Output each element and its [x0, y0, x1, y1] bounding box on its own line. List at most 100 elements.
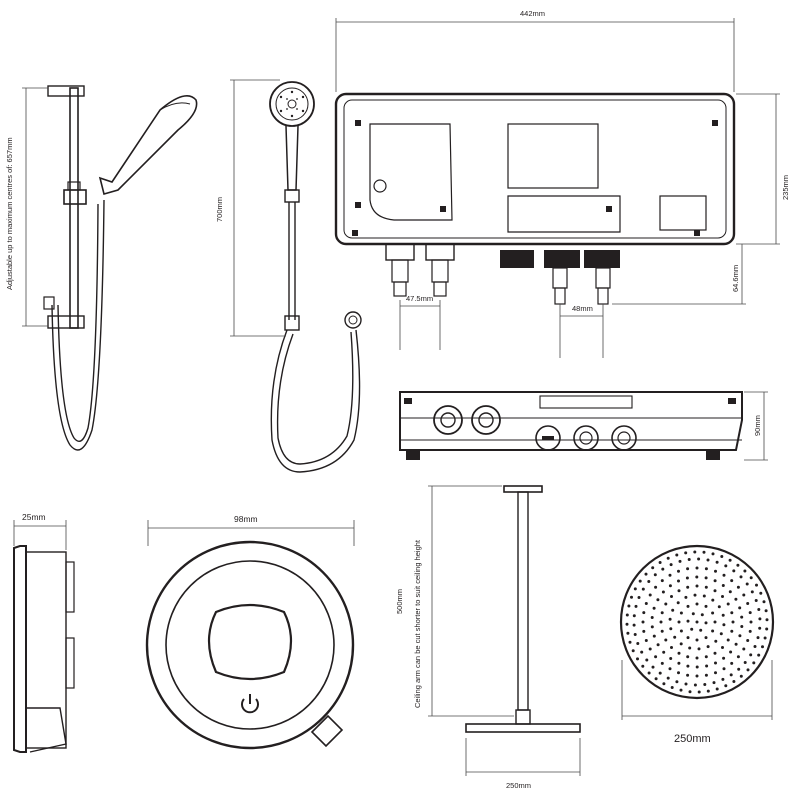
nozzle — [679, 611, 683, 615]
nozzle — [734, 597, 738, 601]
nozzle — [640, 650, 644, 654]
underside-ports — [433, 405, 637, 451]
nozzle — [726, 602, 730, 606]
nozzle — [762, 600, 766, 604]
controller-faceplate-edge — [13, 545, 27, 753]
nozzle — [695, 620, 699, 624]
nozzle — [695, 602, 699, 606]
nozzle — [675, 680, 679, 684]
nozzle — [752, 661, 756, 665]
nozzle — [625, 622, 629, 626]
rain-shower-head-drawing: 250mm — [619, 544, 775, 745]
nozzle — [632, 623, 636, 627]
nozzle — [711, 598, 715, 602]
nozzle — [669, 627, 673, 631]
nozzle — [660, 611, 664, 615]
nozzle — [684, 682, 688, 686]
handset-nozzles — [279, 90, 305, 118]
nozzle — [699, 628, 703, 632]
nozzle — [714, 671, 717, 675]
handset-height-label: 700mm — [215, 197, 224, 222]
nozzle — [656, 598, 660, 602]
shower-head-outline — [619, 544, 775, 700]
nozzle — [677, 620, 681, 624]
nozzle — [704, 655, 708, 659]
nozzle — [749, 576, 753, 580]
nozzle — [734, 642, 738, 646]
shower-head-plate — [465, 723, 581, 733]
ceiling-arm-note: Ceiling arm can be cut shorter to suit c… — [413, 539, 422, 708]
nozzle — [737, 667, 741, 671]
nozzle — [627, 604, 631, 608]
nozzle — [633, 587, 637, 591]
nozzle — [746, 668, 750, 672]
nozzle — [713, 589, 717, 593]
nozzle — [722, 656, 726, 660]
nozzle — [632, 614, 636, 618]
nozzle — [722, 667, 726, 671]
outlet-spacing-label: 48mm — [572, 304, 593, 313]
nozzle — [673, 635, 677, 639]
nozzle — [738, 606, 742, 610]
ceiling-arm-drawing: 500mm Ceiling arm can be cut shorter to … — [395, 485, 581, 790]
nozzle — [695, 674, 699, 678]
nozzle — [654, 677, 658, 681]
nozzle — [703, 683, 707, 686]
nozzle — [677, 589, 681, 593]
nozzle — [676, 601, 680, 605]
nozzle — [670, 595, 673, 598]
nozzle — [684, 551, 688, 555]
nozzle — [697, 690, 701, 694]
nozzle — [711, 629, 715, 633]
nozzle — [633, 633, 637, 636]
nozzle — [728, 590, 732, 594]
processor-unit-underside-drawing: 90mm — [399, 391, 768, 461]
water-inlets — [385, 243, 455, 297]
nozzle — [746, 639, 750, 642]
unit-height-label: 235mm — [781, 175, 790, 200]
handset — [98, 94, 198, 195]
nozzle — [730, 629, 734, 633]
nozzle — [721, 595, 724, 598]
nozzle — [686, 604, 690, 608]
controller-front-drawing: 98mm — [145, 514, 355, 750]
nozzle — [756, 636, 760, 640]
slide-rail-kit-drawing: Adjustable up to maximum centres of: 657… — [5, 85, 198, 451]
hose — [270, 329, 361, 473]
nozzle — [668, 573, 672, 577]
nozzle — [704, 585, 708, 589]
nozzle — [647, 671, 651, 675]
nozzle — [686, 567, 690, 571]
nozzle — [647, 580, 651, 583]
nozzle — [713, 651, 717, 655]
nozzle — [658, 671, 662, 675]
nozzle — [666, 556, 670, 560]
nozzle — [738, 634, 742, 638]
ceiling-arm-length-label: 500mm — [395, 589, 404, 614]
bottom-bracket — [47, 315, 85, 329]
nozzle — [625, 613, 629, 617]
nozzle — [721, 584, 725, 587]
nozzle — [736, 655, 740, 659]
nozzle — [763, 636, 767, 640]
nozzle — [730, 579, 734, 583]
nozzle — [704, 604, 708, 608]
nozzle — [759, 591, 763, 595]
nozzle — [721, 646, 724, 649]
head-plate-width-label: 250mm — [506, 781, 531, 790]
nozzle — [711, 611, 715, 615]
nozzle — [704, 567, 708, 571]
nozzle — [758, 617, 762, 621]
nozzle — [743, 569, 747, 573]
nozzle — [641, 587, 645, 591]
nozzle — [677, 671, 680, 675]
nozzle — [664, 638, 668, 642]
nozzle — [697, 557, 701, 561]
nozzle — [713, 579, 717, 583]
shower-head-nozzles — [625, 550, 769, 694]
controller-side-drawing: 25mm — [13, 512, 75, 753]
processor-unit-front-drawing: 442mm 235mm 64.6mm 47.5mm 48mm — [334, 9, 790, 358]
nozzle — [637, 596, 641, 599]
unit-casing — [334, 92, 736, 246]
